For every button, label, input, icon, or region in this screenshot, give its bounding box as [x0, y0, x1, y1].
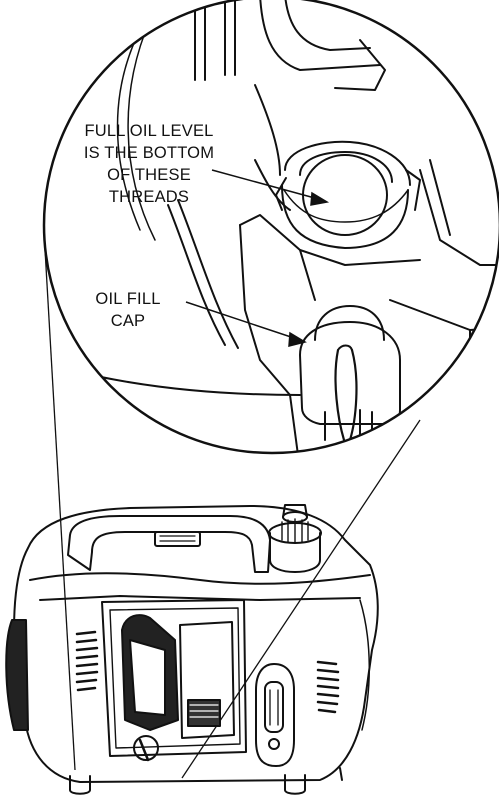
callout-oil-fill-cap: OIL FILL CAP — [76, 288, 180, 332]
arrow-head-fill-cap — [288, 331, 307, 347]
fuel-cap — [268, 504, 322, 573]
leader-line-fill-cap — [185, 301, 301, 341]
callout-line: THREADS — [108, 188, 190, 206]
callout-line: FULL OIL LEVEL — [84, 122, 214, 140]
left-vents — [75, 630, 99, 692]
arrow-head-oil-level — [310, 191, 330, 206]
end-cap-left — [5, 619, 29, 731]
callout-line: IS THE BOTTOM — [83, 144, 215, 162]
handle-logo — [154, 531, 201, 547]
maintenance-access-panel — [101, 599, 247, 762]
leader-line-oil-level — [211, 169, 323, 201]
feet — [69, 767, 343, 795]
outlet-panel — [255, 663, 295, 767]
generator — [5, 504, 379, 795]
callout-line: OIL FILL — [95, 290, 161, 308]
leader-lines — [185, 169, 330, 347]
carry-handle — [67, 515, 271, 573]
callout-line: OF THESE — [107, 166, 191, 184]
callout-line: CAP — [110, 312, 146, 330]
right-vents — [316, 660, 340, 714]
magnified-detail — [69, 0, 499, 453]
callout-full-oil-level: FULL OIL LEVEL IS THE BOTTOM OF THESE TH… — [58, 120, 240, 208]
magnifier-ring — [42, 0, 499, 455]
